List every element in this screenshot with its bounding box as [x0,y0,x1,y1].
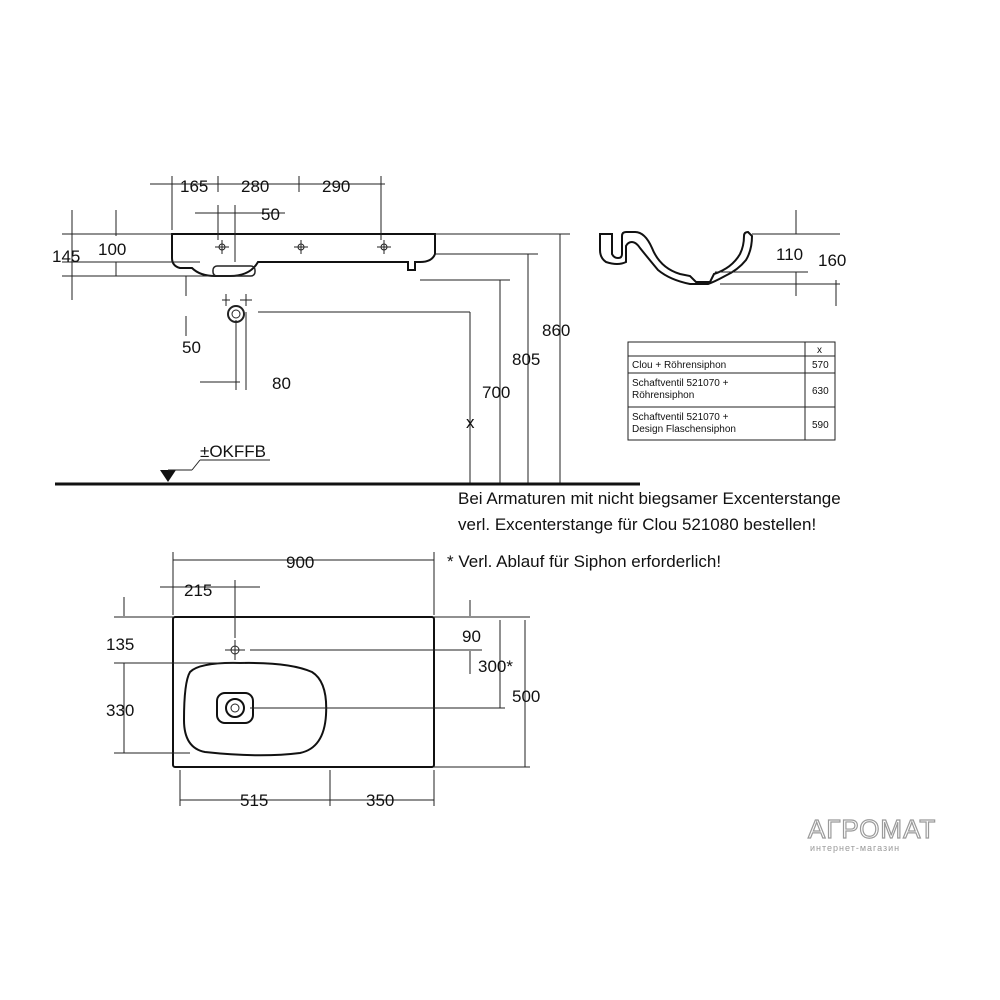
note-line-2: verl. Excenterstange für Clou 521080 bes… [458,515,816,534]
dim-x: x [466,413,475,432]
dim-100: 100 [98,240,126,259]
top-dimension-chain [150,176,385,262]
table-row-1-value: 570 [812,360,829,371]
dim-80: 80 [272,374,291,393]
dim-805: 805 [512,350,540,369]
note-line-1: Bei Armaturen mit nicht biegsamer Excent… [458,489,841,508]
plan-view: 900 215 135 330 90 300* 500 515 350 [106,552,540,810]
dim-160: 160 [818,251,846,270]
floor-label: ±OKFFB [200,442,266,461]
dim-515: 515 [240,791,268,810]
section-view: 110 160 [599,210,846,306]
table-row-2-label-a: Schaftventil 521070 + [632,378,729,389]
left-vertical-dims [62,210,470,390]
dim-330: 330 [106,701,134,720]
tap-hole-marks [215,240,391,254]
table-row-2-label-b: Röhrensiphon [632,390,694,401]
basin-side-outline [171,233,436,277]
note-line-3: * Verl. Ablauf für Siphon erforderlich! [447,552,721,571]
table-row-3-label-a: Schaftventil 521070 + [632,412,729,423]
table-row-2-value: 630 [812,386,829,397]
dim-110: 110 [776,245,803,264]
basin-section-outline [599,230,754,285]
watermark-brand: АГРОМАТ [808,814,936,844]
dim-300: 300* [478,657,513,676]
floor-level-symbol [160,459,270,482]
basin-plan-outline [172,616,435,768]
bowl-outline [182,661,328,757]
watermark-logo: АГРОМАТ интернет-магазин [807,813,936,853]
dim-700: 700 [482,383,510,402]
dim-90: 90 [462,627,481,646]
dim-500: 500 [512,687,540,706]
dim-280: 280 [241,177,269,196]
dim-215: 215 [184,581,212,600]
table-row-3-value: 590 [812,420,829,431]
dim-135: 135 [106,635,134,654]
dim-290: 290 [322,177,350,196]
table-row-1-label: Clou + Röhrensiphon [632,360,726,371]
side-view: 165 280 290 50 145 100 50 80 [52,176,640,486]
watermark-tagline: интернет-магазин [810,843,900,853]
table-header-x: x [817,345,822,356]
dim-165: 165 [180,177,208,196]
dim-145: 145 [52,247,80,266]
dim-860: 860 [542,321,570,340]
siphon-height-table: x Clou + Röhrensiphon 570 Schaftventil 5… [627,341,836,441]
height-dims [420,233,570,484]
section-dims [715,210,840,306]
dim-50-low: 50 [182,338,201,357]
dim-50-top: 50 [261,205,280,224]
table-row-3-label-b: Design Flaschensiphon [632,424,736,435]
tap-hole-plan [225,640,245,660]
plan-dims [114,552,530,806]
dim-350: 350 [366,791,394,810]
dim-900: 900 [286,553,314,572]
